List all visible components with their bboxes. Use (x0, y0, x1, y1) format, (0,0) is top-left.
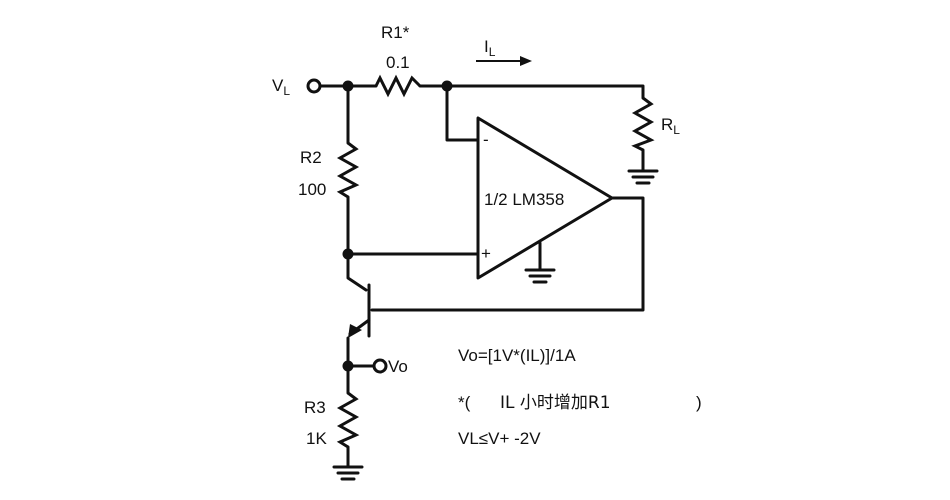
r1-value-label: 0.1 (386, 53, 410, 72)
opamp-triangle-icon (476, 116, 614, 280)
r1-resistor (374, 74, 422, 98)
vo-terminal (372, 358, 388, 374)
footnote-open: *( (458, 393, 471, 412)
inverting-input-sign: - (483, 130, 489, 149)
r2-name-label: R2 (300, 148, 322, 167)
junction-node-emitter (342, 360, 354, 372)
junction-node-noninverting (342, 248, 354, 260)
footnote-text: IL 小时增加R1 (500, 393, 611, 413)
rl-resistor (631, 96, 655, 152)
ground-symbol-icon (627, 169, 659, 185)
r2-resistor (336, 141, 360, 199)
footnote-close: ) (696, 393, 702, 412)
formula-note: Vo=[1V*(IL)]/1A (458, 346, 576, 365)
vl-label: VL (272, 76, 290, 98)
condition-note: VL≤V+ -2V (458, 429, 541, 448)
noninverting-input-sign: + (481, 244, 491, 263)
r2-value-label: 100 (298, 180, 326, 199)
rl-label: RL (661, 115, 680, 137)
r3-value-label: 1K (306, 429, 327, 448)
r3-resistor (336, 391, 360, 449)
current-arrow-icon (476, 56, 532, 66)
junction-node-r1-right (441, 80, 453, 92)
vl-terminal (306, 78, 322, 94)
vo-label: Vo (388, 357, 408, 376)
npn-transistor-icon (348, 283, 371, 338)
il-label: IL (484, 37, 496, 59)
opamp-label: 1/2 LM358 (484, 190, 564, 209)
r1-name-label: R1* (381, 23, 410, 42)
ground-symbol-icon (524, 268, 556, 284)
ground-symbol-icon (332, 465, 364, 481)
r3-name-label: R3 (304, 398, 326, 417)
junction-node-vl (342, 80, 354, 92)
